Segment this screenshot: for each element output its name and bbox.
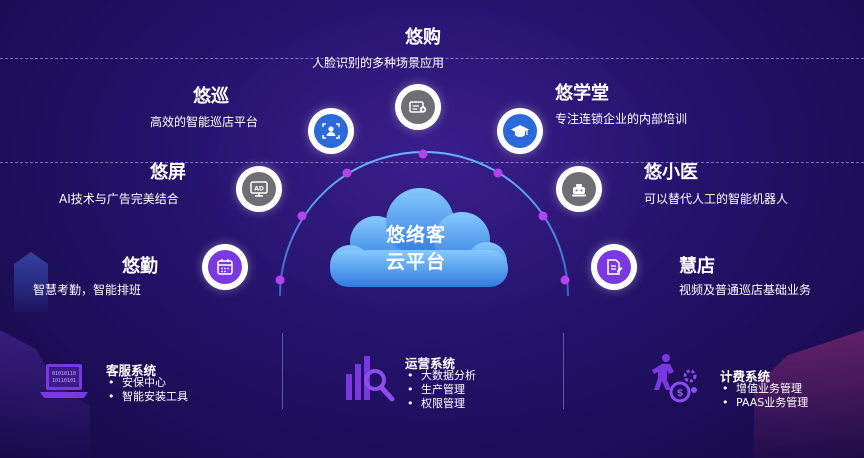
arc-dot (275, 275, 285, 285)
node-youxuetang[interactable] (497, 108, 543, 154)
svg-text:10110101: 10110101 (52, 378, 76, 384)
cloud-title-line2: 云平台 (385, 251, 446, 273)
person-coins-gear-icon: $ (652, 354, 697, 403)
calendar-icon (208, 250, 242, 284)
system-list-operations: 大数据分析 生产管理 权限管理 (405, 369, 476, 411)
product-desc-youxiaoyi: 可以替代人工的智能机器人 (644, 192, 789, 206)
ad-monitor-icon: AD (242, 172, 276, 206)
product-title-youxun: 悠巡 (193, 86, 229, 107)
product-desc-youxun: 高效的智能巡店平台 (150, 115, 259, 129)
arc-dot (342, 168, 352, 178)
cloud-platform-title: 悠络客 云平台 (356, 222, 476, 276)
bar-chart-search-icon (346, 356, 395, 402)
list-item: 智能安装工具 (106, 390, 188, 404)
system-list-customer-service: 安保中心 智能安装工具 (106, 376, 188, 404)
node-youxun[interactable] (308, 108, 354, 154)
product-title-youxuetang: 悠学堂 (555, 83, 609, 104)
dashed-guide-line-top (0, 58, 864, 59)
graduation-cap-icon (503, 114, 537, 148)
node-youping[interactable]: AD (236, 166, 282, 212)
section-divider (282, 333, 283, 409)
list-item: 生产管理 (405, 383, 476, 397)
svg-text:AD: AD (254, 186, 264, 193)
system-title-billing: 计费系统 (720, 369, 771, 384)
arc-dot (538, 211, 548, 221)
section-divider (563, 333, 564, 409)
arc-dot (493, 168, 503, 178)
system-title-customer-service: 客服系统 (106, 363, 157, 378)
product-desc-youping: AI技术与广告完美结合 (59, 192, 179, 206)
cloud-title-line1: 悠络客 (385, 224, 446, 246)
node-huidian[interactable] (591, 244, 637, 290)
list-item: 安保中心 (106, 376, 188, 390)
product-title-youqin: 悠勤 (122, 256, 158, 277)
product-desc-yougou: 人脸识别的多种场景应用 (312, 56, 445, 70)
list-item: 权限管理 (405, 397, 476, 411)
product-title-yougou: 悠购 (405, 27, 441, 48)
product-desc-youxuetang: 专注连锁企业的内部培训 (555, 112, 688, 126)
face-scan-icon (314, 114, 348, 148)
svg-text:01010110: 01010110 (52, 371, 76, 377)
dashed-guide-line-middle (0, 162, 864, 163)
list-item: 增值业务管理 (720, 382, 808, 396)
document-edit-icon (597, 250, 631, 284)
arc-dot (297, 211, 307, 221)
product-title-youxiaoyi: 悠小医 (644, 162, 698, 183)
laptop-code-icon: 01010110 10110101 (40, 364, 88, 398)
robot-icon (562, 172, 596, 206)
cloud-shape (330, 188, 508, 287)
node-yougou[interactable] (395, 84, 441, 130)
system-title-operations: 运营系统 (405, 356, 456, 371)
node-youqin[interactable] (202, 244, 248, 290)
product-title-huidian: 慧店 (679, 256, 715, 277)
system-list-billing: 增值业务管理 PAAS业务管理 (720, 382, 808, 410)
arc-dot (560, 275, 570, 285)
card-scan-icon (401, 90, 435, 124)
arc-dot (418, 149, 428, 159)
node-youxiaoyi[interactable] (556, 166, 602, 212)
product-desc-huidian: 视频及普通巡店基础业务 (679, 283, 812, 297)
background-building-left (14, 252, 48, 312)
svg-text:$: $ (677, 388, 684, 399)
list-item: PAAS业务管理 (720, 396, 808, 410)
list-item: 大数据分析 (405, 369, 476, 383)
product-desc-youqin: 智慧考勤，智能排班 (33, 283, 142, 297)
product-title-youping: 悠屏 (150, 162, 186, 183)
